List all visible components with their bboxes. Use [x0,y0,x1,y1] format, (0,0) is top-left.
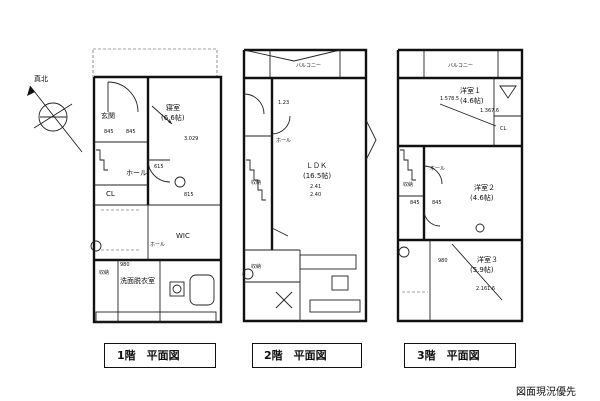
dim-3f-4: 980 [438,258,448,264]
dim-3: 615 [154,164,164,170]
room-hall-2f: ホール [276,138,291,144]
kitchen-counter [299,254,357,270]
floor3-caption-box [404,343,516,368]
dim-2f-1: 1.23 [278,100,289,106]
room-western1-size: (4.6帖) [460,96,484,105]
room-hall-3f: ホール [430,166,445,172]
room-western1: 洋室１ [460,86,481,95]
room-balcony: バルコニー [296,63,321,69]
plan-note: 図面現況優先 [516,387,576,398]
dim-1: 845 [104,129,114,135]
room-cl-3f: CL [500,126,506,132]
room-western2-size: (4.6帖) [470,193,494,202]
room-storage2-2f: 収納 [251,263,261,270]
room-wic: WIC [176,232,190,240]
floor1-plan: 玄関 寝室 (6.6帖) ホール CL WIC 洗面脱衣室 収納 ホール 845… [90,48,223,324]
floor2-caption: 2階 平面図 [264,349,327,362]
washbasin-icon [169,281,185,297]
floor2-plan: バルコニー ＬＤＫ (16.5帖) 収納 収納 ホール 1.23 2.41 2.… [242,48,377,323]
north-arrow-icon [27,86,35,96]
dim-3f-1: 1.367.6 [480,108,499,114]
entrance-door-icon [107,81,139,113]
room-storage-3f: 収納 [403,181,413,188]
dim-2f-2: 2.41 [310,184,321,190]
room-balcony-3f: バルコニー [448,63,473,69]
kitchen-cabinet [309,299,361,313]
room-ldk-size: (16.5帖) [303,171,331,180]
floor3-plan: バルコニー 洋室１ (4.6帖) 洋室２ (4.6帖) 洋室３ (5.9帖) ホ… [396,48,524,323]
floor1-caption-box [104,343,216,368]
dim-3f-2: 845 [410,200,420,206]
room-hall-small: ホール [150,242,165,248]
floor3-light-icon [398,246,410,258]
room-western3-size: (5.9帖) [470,265,494,274]
ventilation-icon [499,85,517,99]
bedroom-door-icon [147,159,171,183]
room-closet: CL [106,190,115,198]
floor1-caption: 1階 平面図 [117,349,180,362]
dim-3f-6: 1.578.5 [440,96,459,102]
floor1-porch-outline [92,48,218,78]
dim-3f-5: 2.161.6 [476,286,495,292]
compass-label: 真北 [34,74,48,83]
dim-4: 815 [184,192,194,198]
dim-6: 980 [120,262,130,268]
room-bedroom-size: (6.6帖) [161,113,185,122]
floor1-light-icon [90,240,102,252]
room-storage: 収納 [99,269,109,276]
room-bedroom: 寝室 [166,103,180,112]
refrigerator-icon [331,275,349,291]
dim-3f-3: 845 [432,200,442,206]
room-hall: ホール [126,169,147,177]
compass: 真北 [27,74,83,153]
room-entrance: 玄関 [101,111,115,120]
room-storage-2f: 収納 [251,179,261,186]
floor3-stair-icon [400,149,416,181]
room-ldk: ＬＤＫ [306,162,327,170]
bay-window-outline [365,119,377,161]
floor2-stair-icon [246,159,266,201]
dim-2: 845 [126,129,136,135]
bathtub-icon [189,274,215,306]
dim-5: 3.029 [184,136,198,142]
floor3-caption: 3階 平面図 [417,349,480,362]
dim-2f-3: 2.40 [310,192,321,198]
floor2-light-icon [242,268,254,280]
room-western3: 洋室３ [477,255,498,264]
room-western2: 洋室２ [474,183,495,192]
stair-icon [96,149,108,171]
room-washroom: 洗面脱衣室 [120,276,155,285]
floor2-caption-box [252,343,362,368]
